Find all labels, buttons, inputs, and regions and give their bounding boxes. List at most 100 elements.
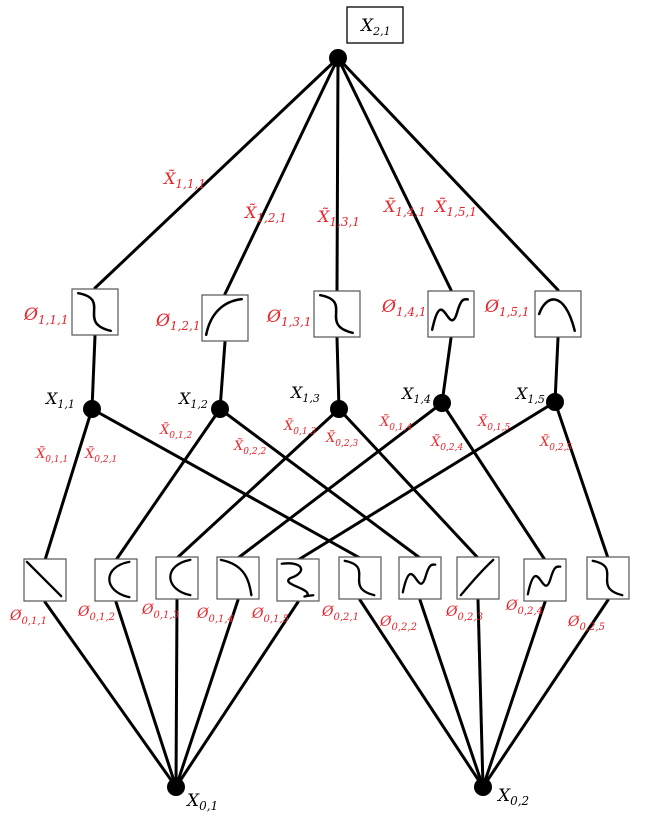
edge-label-0-3-subscript: 0,1,2 — [169, 431, 192, 441]
edge-label-0-5: X̃0,1,3 — [283, 418, 316, 437]
edge-phi0-5-to-input — [174, 600, 300, 789]
phi-0-1-label: Ø0,1,1 — [9, 608, 47, 627]
phi-1-3-box-curve — [319, 293, 354, 335]
hidden-label-3: X1,3 — [289, 383, 320, 405]
phi-1-3-label-subscript: 1,3,1 — [281, 315, 312, 329]
phi-1-3-label-symbol: Ø — [266, 307, 282, 327]
edge-top-to-phi1-5 — [336, 56, 560, 292]
edge-phi1-to-hidden-5 — [553, 336, 560, 404]
edge-hidden-5-to-phi0-2 — [553, 400, 610, 560]
phi-1-1-label-symbol: Ø — [23, 305, 39, 325]
phi-0-3-box — [155, 556, 199, 600]
phi-0-9-box — [523, 558, 567, 602]
edge-phi0-6-to-input — [358, 598, 485, 789]
input-node-1 — [167, 778, 185, 796]
phi-1-3-box — [313, 290, 361, 338]
hidden-node-5 — [546, 393, 564, 411]
edge-top-to-phi1-1 — [93, 56, 340, 290]
phi-1-2-box-curve — [204, 297, 243, 336]
phi-1-1-box — [71, 288, 119, 336]
phi-0-3-label-subscript: 0,1,3 — [153, 610, 178, 621]
hidden-label-3-symbol: X — [289, 383, 303, 402]
edge-label-1-1-symbol: X̃ — [162, 169, 176, 188]
edge-label-0-6-subscript: 0,2,3 — [335, 439, 358, 449]
edge-hidden-2-to-phi0-2 — [218, 407, 422, 560]
phi-0-5-label-symbol: Ø — [251, 606, 264, 622]
phi-0-3-label-symbol: Ø — [141, 602, 154, 618]
phi-0-3-box-frame — [155, 556, 199, 600]
edge-top-to-phi1-3 — [335, 56, 340, 292]
phi-0-10-box-curve — [591, 559, 624, 597]
phi-0-6-label-symbol: Ø — [321, 604, 334, 620]
edge-phi0-1-to-input — [43, 600, 178, 789]
hidden-node-2 — [211, 400, 229, 418]
edge-hidden-1-to-phi0-1 — [43, 407, 94, 562]
edge-hidden-1-to-phi0-2 — [90, 407, 362, 560]
phi-0-8-label-subscript: 0,2,3 — [457, 612, 482, 623]
phi-0-1-label-subscript: 0,1,1 — [21, 616, 46, 627]
input-label-1-symbol: X — [185, 791, 200, 811]
hidden-label-3-subscript: 1,3 — [302, 392, 320, 405]
hidden-label-4-subscript: 1,4 — [413, 393, 431, 406]
phi-1-2-label-subscript: 1,2,1 — [170, 319, 201, 333]
phi-1-5-box — [534, 290, 582, 338]
phi-1-1-label-subscript: 1,1,1 — [38, 313, 69, 327]
phi-0-7-label-subscript: 0,2,2 — [391, 622, 416, 633]
hidden-label-2-subscript: 1,2 — [190, 398, 208, 411]
phi-0-5-label: Ø0,1,5 — [251, 606, 289, 625]
phi-1-5-label: Ø1,5,1 — [484, 297, 529, 319]
phi-0-4-label: Ø0,1,4 — [196, 606, 234, 625]
input-label-2-subscript: 0,2 — [510, 794, 529, 808]
edge-label-0-8-symbol: X̃ — [430, 434, 441, 450]
phi-1-4-box-curve — [430, 298, 469, 331]
edge-phi0-3-to-input — [174, 598, 179, 789]
edge-label-0-8-subscript: 0,2,4 — [440, 443, 463, 453]
activation-boxes — [23, 288, 630, 602]
edge-phi0-7-to-input — [418, 598, 485, 789]
hidden-node-3 — [330, 400, 348, 418]
phi-0-6-label-subscript: 0,2,1 — [333, 612, 358, 623]
phi-0-2-label-subscript: 0,1,2 — [89, 612, 114, 623]
phi-0-8-label-symbol: Ø — [445, 604, 458, 620]
edge-label-1-4-symbol: X̃ — [382, 197, 396, 216]
phi-0-1-box-curve — [25, 560, 63, 598]
phi-1-3-label: Ø1,3,1 — [266, 307, 311, 329]
phi-0-10-label-subscript: 0,2,5 — [579, 622, 604, 633]
edge-label-0-4: X̃0,2,2 — [233, 438, 266, 457]
phi-0-3-box-curve — [169, 558, 192, 597]
phi-0-9-box-frame — [523, 558, 567, 602]
output-label: X2,1 — [359, 16, 391, 38]
phi-1-2-label-symbol: Ø — [155, 311, 171, 331]
hidden-label-2-symbol: X — [177, 389, 191, 408]
phi-0-6-box-curve — [343, 559, 376, 597]
phi-0-2-label: Ø0,1,2 — [77, 604, 115, 623]
edge-label-0-3: X̃0,1,2 — [159, 422, 192, 441]
hidden-node-1 — [83, 400, 101, 418]
edge-label-1-2-symbol: X̃ — [243, 203, 257, 222]
phi-1-4-label-subscript: 1,4,1 — [396, 305, 427, 319]
phi-0-10-label-symbol: Ø — [567, 614, 580, 630]
edge-hidden-4-to-phi0-2 — [440, 401, 547, 562]
edge-phi0-4-to-input — [174, 598, 240, 789]
phi-1-1-box-curve — [77, 291, 112, 333]
phi-0-4-label-symbol: Ø — [196, 606, 209, 622]
edge-label-0-4-symbol: X̃ — [233, 438, 244, 454]
phi-0-5-box-curve — [280, 562, 315, 598]
phi-0-7-label: Ø0,2,2 — [379, 614, 417, 633]
edge-label-1-3-subscript: 1,3,1 — [329, 215, 360, 229]
edge-phi0-2-to-input — [114, 600, 178, 789]
phi-0-2-box-frame — [94, 558, 138, 602]
phi-0-5-box — [276, 558, 320, 602]
edge-label-0-1-symbol: X̃ — [35, 446, 46, 462]
edge-hidden-3-to-phi0-2 — [337, 407, 480, 560]
hidden-label-1: X1,1 — [44, 389, 75, 411]
hidden-label-4-symbol: X — [400, 384, 414, 403]
output-label-symbol: X — [359, 16, 374, 36]
hidden-label-5-subscript: 1,5 — [527, 393, 545, 406]
edge-label-0-3-symbol: X̃ — [159, 422, 170, 438]
phi-1-2-box-frame — [201, 294, 249, 342]
edge-label-1-1: X̃1,1,1 — [162, 169, 206, 191]
phi-0-7-box — [398, 556, 442, 600]
edge-label-0-6-symbol: X̃ — [325, 430, 336, 446]
phi-0-2-box — [94, 558, 138, 602]
